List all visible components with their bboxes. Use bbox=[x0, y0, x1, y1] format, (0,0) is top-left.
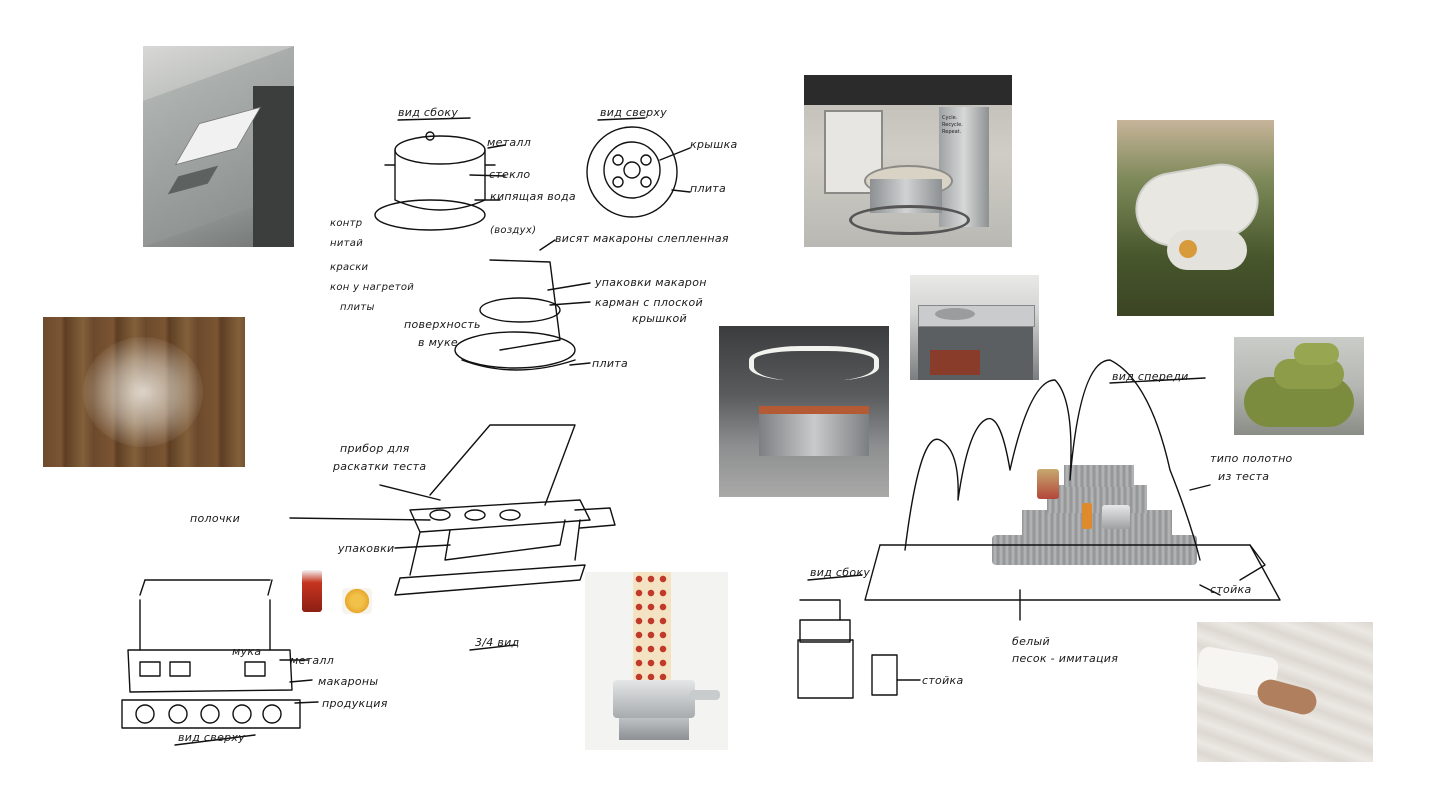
photo-green-bench bbox=[1234, 337, 1364, 435]
photo-wood-flour bbox=[43, 317, 245, 467]
label-note-5: плиты bbox=[340, 302, 375, 313]
label-plate-device: плита bbox=[592, 357, 629, 370]
photo-concrete-counter bbox=[143, 46, 294, 247]
photo-pasta-machine bbox=[585, 572, 728, 750]
label-flour: мука bbox=[232, 645, 262, 658]
label-boiling-water: кипящая вода bbox=[490, 190, 576, 203]
label-products: продукция bbox=[322, 697, 388, 710]
label-view-front: вид спереди bbox=[1112, 370, 1189, 383]
photo-hand-sand bbox=[1197, 622, 1373, 762]
label-view-side: вид сбоку bbox=[810, 566, 871, 579]
label-white-sand: белый bbox=[1012, 635, 1050, 648]
label-metal: металл bbox=[487, 136, 532, 149]
label-hanging-pasta: висят макароны слепленная bbox=[555, 232, 729, 245]
photo-dark-store-counter bbox=[719, 326, 889, 497]
label-view-34: 3/4 вид bbox=[475, 636, 520, 649]
label-flour-surface-2: в муке bbox=[418, 336, 458, 349]
label-shelves: полочки bbox=[190, 512, 241, 525]
label-view-top-3: вид сверху bbox=[178, 731, 246, 744]
label-stand-2: стойка bbox=[922, 674, 964, 687]
photo-steel-sink bbox=[910, 275, 1039, 380]
photo-jar-red bbox=[302, 570, 322, 612]
label-rolling-device: прибор для bbox=[340, 442, 410, 455]
render-grey-stand bbox=[992, 465, 1197, 565]
label-glass: стекло bbox=[489, 168, 531, 181]
label-top-view: вид сверху bbox=[600, 106, 668, 119]
label-white-sand-2: песок - имитация bbox=[1012, 652, 1119, 665]
label-pocket-2: крышкой bbox=[632, 312, 687, 325]
label-pasta-pack: упаковки макарон bbox=[595, 276, 707, 289]
label-metal-2: металл bbox=[290, 654, 335, 667]
label-dough-sheet-2: из теста bbox=[1218, 470, 1270, 483]
label-lid: крышка bbox=[690, 138, 738, 151]
label-note-4: кон у нагретой bbox=[330, 282, 415, 293]
photo-green-installation bbox=[1117, 120, 1274, 316]
label-dough-sheet: типо полотно bbox=[1210, 452, 1293, 465]
label-flour-surface: поверхность bbox=[404, 318, 481, 331]
photo-jar-pasta bbox=[342, 588, 372, 614]
photo-store-sign-text: Cycle. Recycle. Repeat. bbox=[942, 115, 963, 135]
label-side-view: вид сбоку bbox=[398, 106, 459, 119]
label-packs: упаковки bbox=[338, 542, 395, 555]
label-air: (воздух) bbox=[490, 225, 537, 236]
label-stand: стойка bbox=[1210, 583, 1252, 596]
label-rolling-device-2: раскатки теста bbox=[333, 460, 427, 473]
label-plate-top: плита bbox=[690, 182, 727, 195]
label-note-2: нитай bbox=[330, 238, 363, 249]
label-note-3: краски bbox=[330, 262, 369, 273]
label-pocket: карман с плоской bbox=[595, 296, 703, 309]
photo-store-round-counter: Cycle. Recycle. Repeat. bbox=[804, 75, 1012, 247]
label-note-1: контр bbox=[330, 218, 363, 229]
label-pasta: макароны bbox=[318, 675, 379, 688]
